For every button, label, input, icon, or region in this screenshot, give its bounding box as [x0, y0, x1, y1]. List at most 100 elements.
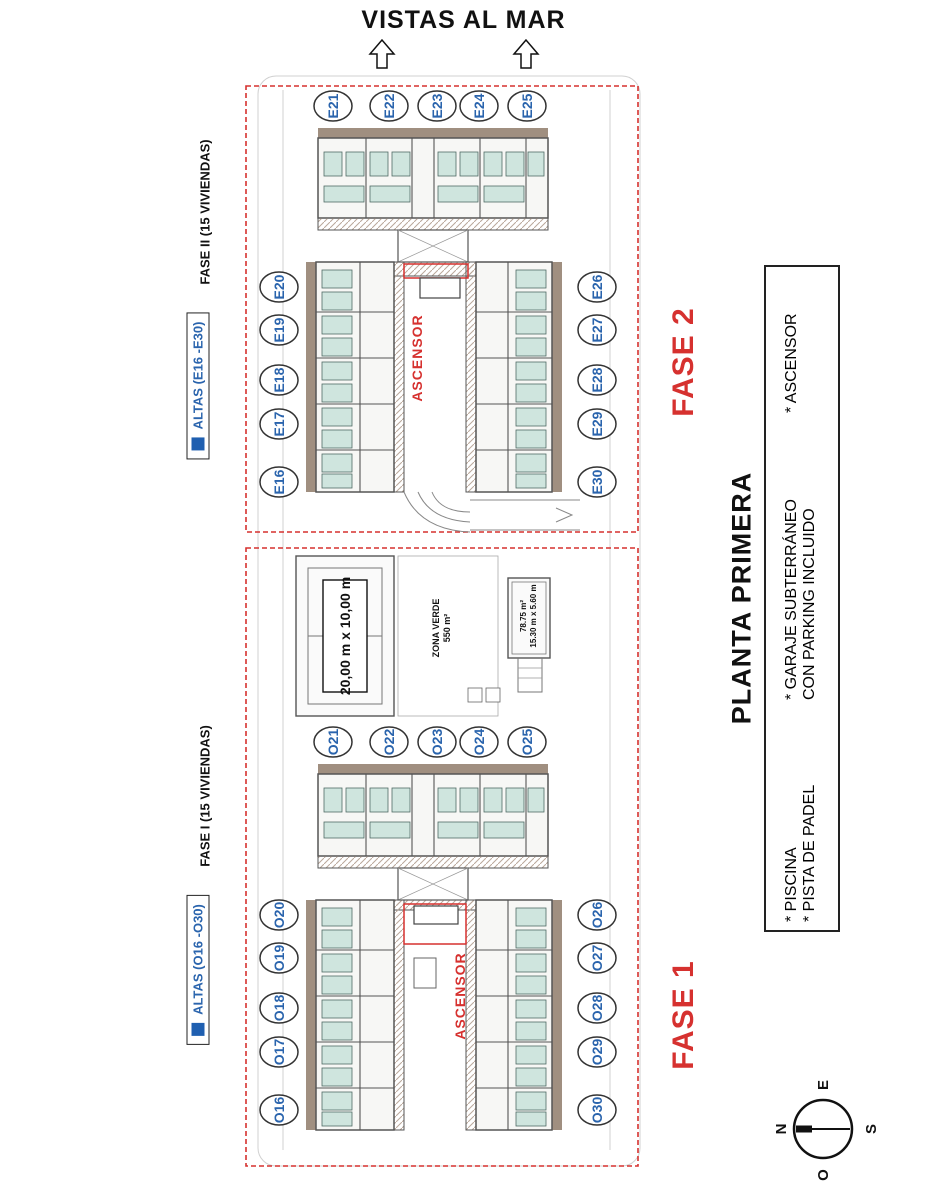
unit-badge-label: O19: [271, 945, 287, 972]
phase2-caption: FASE II (15 VIVIENDAS): [197, 139, 213, 285]
unit-badge: O17: [259, 1036, 299, 1068]
padel-court: [295, 555, 395, 717]
unit-badge-circle: [577, 899, 617, 931]
unit-badge-label: E16: [271, 469, 287, 494]
unit-badge-circle: [259, 271, 299, 303]
unit-badge: O19: [259, 942, 299, 974]
unit-badge-circle: [259, 466, 299, 498]
phase2-right-wing: [475, 261, 562, 493]
unit-badge-label: O28: [589, 995, 605, 1022]
green-zone-label: ZONA VERDE 550 m²: [431, 599, 453, 658]
amenities-col-3: * ASCENSOR: [783, 283, 819, 413]
unit-badge-label: E17: [271, 411, 287, 436]
phase1-caption: FASE I (15 VIVIENDAS): [197, 725, 213, 867]
unit-badge-label: E18: [271, 367, 287, 392]
unit-badge: O25: [507, 726, 547, 758]
unit-badge-label: E25: [519, 93, 535, 118]
unit-badge-label: E30: [589, 469, 605, 494]
unit-badge-label: O25: [519, 729, 535, 756]
sea-view-arrows: [368, 38, 540, 69]
garage-ramp: [403, 491, 580, 533]
compass-south: S: [863, 1124, 880, 1134]
plan-title: PLANTA PRIMERA: [726, 471, 757, 725]
unit-badge-label: O16: [271, 1097, 287, 1124]
unit-badge-circle: [417, 90, 457, 122]
unit-badge-circle: [259, 992, 299, 1024]
unit-badge-label: E22: [381, 93, 397, 118]
amenities-text: * PISCINA * PISTA DE PADEL * GARAJE SUBT…: [783, 272, 819, 922]
unit-badge-label: O30: [589, 1097, 605, 1124]
unit-badge-circle: [313, 90, 353, 122]
compass-east: E: [815, 1080, 832, 1090]
padel-size-label: 20,00 m x 10,00 m: [337, 576, 353, 696]
unit-badge-label: E20: [271, 274, 287, 299]
phase2-label: FASE 2: [667, 307, 700, 417]
unit-badge-circle: [459, 90, 499, 122]
unit-badge-circle: [577, 314, 617, 346]
unit-badge-circle: [259, 942, 299, 974]
unit-badge-circle: [507, 90, 547, 122]
green-zone-area: 550 m²: [442, 613, 452, 643]
amenity-parking: CON PARKING INCLUIDO: [801, 508, 818, 700]
swimming-pool: [507, 577, 551, 693]
compass-west: O: [815, 1169, 832, 1181]
unit-badge: E27: [577, 314, 617, 346]
green-zone: [397, 555, 499, 717]
unit-badge-label: O26: [589, 902, 605, 929]
unit-badge-circle: [259, 364, 299, 396]
unit-badge-label: O21: [325, 729, 341, 756]
unit-badge: O22: [369, 726, 409, 758]
unit-badge: E30: [577, 466, 617, 498]
phase1-top-block: [317, 764, 549, 857]
unit-badge-circle: [507, 726, 547, 758]
unit-badge-label: E27: [589, 317, 605, 342]
unit-badge: E22: [369, 90, 409, 122]
phase1-elevator-label: ASCENSOR: [452, 952, 468, 1040]
unit-badge-circle: [417, 726, 457, 758]
unit-badge: O21: [313, 726, 353, 758]
arrow-up-icon: [368, 38, 396, 69]
small-fixtures: [467, 687, 501, 703]
unit-badge-label: O27: [589, 945, 605, 972]
unit-badge: E23: [417, 90, 457, 122]
blue-square-icon: [191, 437, 205, 451]
unit-badge-label: E28: [589, 367, 605, 392]
unit-badge: E17: [259, 408, 299, 440]
compass-rose: N E S O: [773, 1080, 880, 1181]
pool-size: 15.30 m x 5.60 m: [529, 584, 538, 648]
unit-badge-circle: [259, 899, 299, 931]
unit-badge: E19: [259, 314, 299, 346]
phase1-right-wing: [475, 899, 562, 1131]
unit-badge-label: O18: [271, 995, 287, 1022]
arrow-up-icon: [512, 38, 540, 69]
unit-badge-label: O20: [271, 902, 287, 929]
phase2-left-wing: [306, 261, 395, 493]
unit-badge: O20: [259, 899, 299, 931]
unit-badge: O18: [259, 992, 299, 1024]
unit-badge-label: E23: [429, 93, 445, 118]
unit-badge-circle: [459, 726, 499, 758]
unit-badge-circle: [369, 726, 409, 758]
unit-badge: O23: [417, 726, 457, 758]
pool-area: 78.75 m²: [519, 599, 528, 633]
green-zone-name: ZONA VERDE: [431, 598, 441, 658]
unit-badge: E29: [577, 408, 617, 440]
amenity-garage: * GARAJE SUBTERRÁNEO: [783, 499, 800, 700]
unit-badge-circle: [577, 1094, 617, 1126]
unit-badge-label: E26: [589, 274, 605, 299]
unit-badge-label: O17: [271, 1039, 287, 1066]
phase1-boundary: [245, 547, 639, 1167]
amenity-elevator: * ASCENSOR: [783, 313, 800, 413]
unit-badge: O16: [259, 1094, 299, 1126]
unit-badge-circle: [577, 942, 617, 974]
unit-badge: O27: [577, 942, 617, 974]
pool-label: 78.75 m² 15.30 m x 5.60 m: [519, 584, 539, 647]
phase2-altas-text: ALTAS (E16 -E30): [190, 321, 206, 430]
unit-badge-circle: [577, 408, 617, 440]
unit-badge: E28: [577, 364, 617, 396]
phase2-altas-badge: ALTAS (E16 -E30): [186, 312, 210, 460]
phase1-altas-badge: ALTAS (O16 -O30): [186, 895, 210, 1045]
amenities-col-1: * PISCINA * PISTA DE PADEL: [783, 722, 819, 922]
unit-badge: E25: [507, 90, 547, 122]
